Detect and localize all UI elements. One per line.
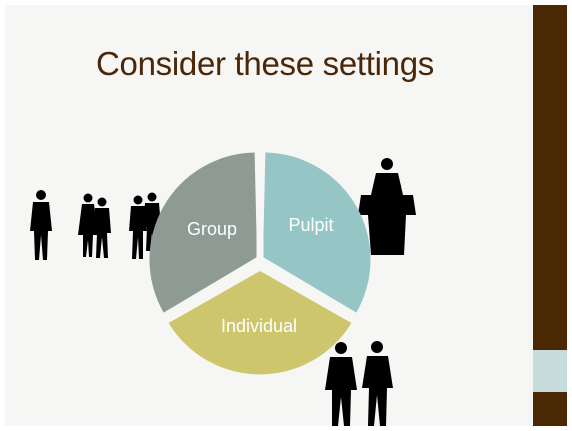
segment-label-group: Group [187, 219, 237, 239]
slide: Consider these settings [5, 5, 567, 426]
cycle-diagram: Group Pulpit Individual [30, 145, 416, 426]
slide-title: Consider these settings [96, 45, 434, 82]
cycle-segment-group [149, 152, 257, 313]
two-people-talking-silhouette-icon [325, 341, 393, 426]
decorative-side-band [533, 5, 567, 426]
decorative-band-accent [533, 350, 567, 392]
people-group-silhouette-icon [30, 190, 161, 260]
segment-label-pulpit: Pulpit [288, 215, 333, 235]
speaker-at-podium-silhouette-icon [358, 158, 416, 255]
segment-label-individual: Individual [221, 316, 297, 336]
cycle-segment-individual [168, 271, 352, 375]
cycle-separators [153, 145, 367, 327]
cycle-segment-pulpit [263, 152, 371, 313]
